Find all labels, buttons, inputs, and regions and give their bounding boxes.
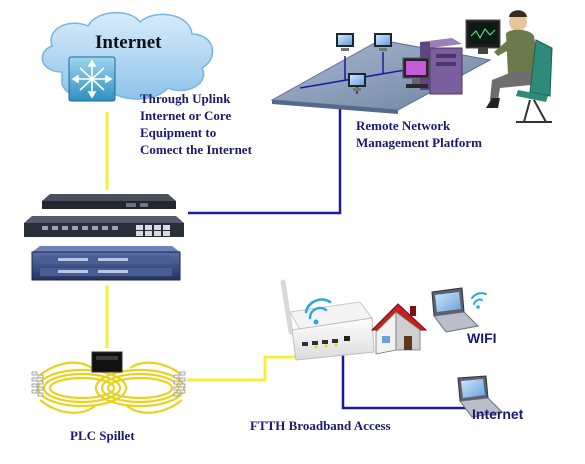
workstation-icon-1 <box>336 33 354 51</box>
ftth-access-label: FTTH Broadband Access <box>250 418 391 433</box>
nms-monitor-icon <box>402 57 430 88</box>
operator-person-icon <box>486 10 553 123</box>
uplink-note-line3: Equipment to <box>140 125 217 140</box>
nms-label-line2: Management Platform <box>356 135 482 150</box>
workstation-icon-3 <box>348 73 366 91</box>
laptop-internet-icon <box>457 375 504 418</box>
laptop-wifi-icon <box>431 287 480 333</box>
ethernet-line-router-to-laptop <box>341 352 466 410</box>
uplink-note-line1: Through Uplink <box>140 91 231 106</box>
olt-chassis <box>31 246 181 281</box>
plc-splitter-label: PLC Spillet <box>70 428 135 443</box>
onu-router-device <box>280 279 375 361</box>
house-icon <box>370 303 428 355</box>
uplink-note-line2: Internet or Core <box>140 108 232 123</box>
wifi-small-signal-icon <box>471 292 487 309</box>
fiber-line-splitter-to-router <box>187 355 300 382</box>
olt-unit-top <box>42 194 176 209</box>
operator-desk-monitor-icon <box>465 19 501 54</box>
internet-cloud-title: Internet <box>95 32 162 53</box>
olt-unit-middle <box>24 216 184 237</box>
internet-client-label: Internet <box>472 406 524 422</box>
nms-label-line1: Remote Network <box>356 118 451 133</box>
internet-cloud <box>41 11 214 100</box>
ethernet-line-olt-to-nms <box>188 95 342 215</box>
core-switch-icon <box>68 56 116 102</box>
uplink-note-line4: Comect the Internet <box>140 142 252 157</box>
wifi-signal-icon <box>304 298 332 325</box>
wifi-label: WIFI <box>467 330 497 346</box>
plc-splitter-device <box>31 351 186 414</box>
workstation-icon-2 <box>374 33 392 51</box>
